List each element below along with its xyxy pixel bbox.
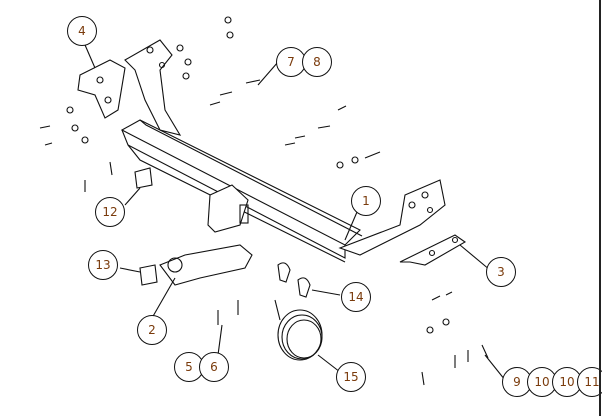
ball-mount-part-2 bbox=[159, 244, 253, 286]
callout-8: 8 bbox=[302, 47, 332, 77]
plate-part-12 bbox=[134, 167, 153, 189]
shackle-part-14 bbox=[277, 262, 291, 283]
crossbar-part-1 bbox=[120, 39, 446, 263]
callout-7: 7 bbox=[276, 47, 306, 77]
cable-part-15 bbox=[274, 299, 323, 361]
callout-6: 6 bbox=[199, 352, 229, 382]
callout-4: 4 bbox=[67, 16, 97, 46]
plate-part-13 bbox=[139, 264, 158, 286]
callout-14: 14 bbox=[341, 282, 371, 312]
callout-11: 11 bbox=[577, 367, 602, 397]
callout-2: 2 bbox=[137, 315, 167, 345]
callout-3: 3 bbox=[486, 257, 516, 287]
callout-10a: 10 bbox=[527, 367, 557, 397]
callout-12: 12 bbox=[95, 197, 125, 227]
bracket-part-4 bbox=[77, 59, 126, 119]
callout-13: 13 bbox=[88, 250, 118, 280]
callout-1: 1 bbox=[351, 186, 381, 216]
page-edge-divider bbox=[599, 0, 601, 416]
bolts-and-nuts bbox=[39, 16, 489, 386]
callout-15: 15 bbox=[336, 362, 366, 392]
